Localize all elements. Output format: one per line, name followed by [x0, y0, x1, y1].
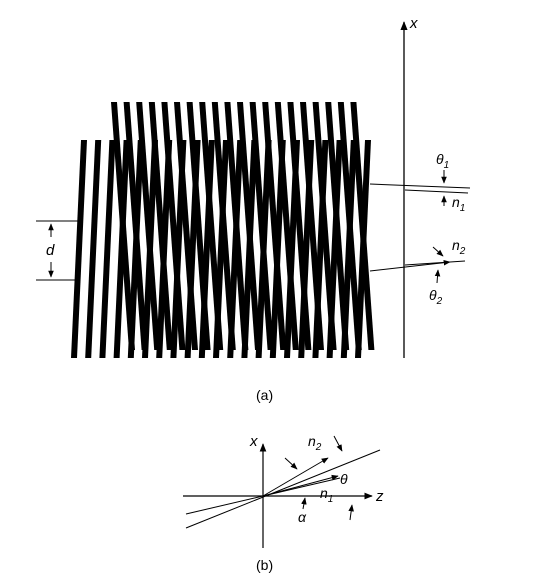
caption-b: (b): [256, 557, 273, 573]
grating-bar: [127, 140, 144, 358]
n1-label-a: n1: [452, 194, 465, 214]
n2-ray: n2 θ2: [369, 237, 466, 307]
grating-bar: [255, 140, 272, 358]
x-axis-label-b: x: [249, 433, 258, 450]
theta1-label: θ1: [436, 151, 449, 171]
grating-bar: [326, 140, 343, 358]
grating-bar: [156, 140, 173, 358]
grating-bar: [213, 140, 229, 358]
x-axis-label-a: x: [409, 15, 418, 32]
grating-bar: [241, 140, 258, 358]
z-axis-label-b: z: [375, 488, 384, 505]
n2-label-a: n2: [452, 237, 466, 257]
grating-bar: [170, 140, 187, 358]
grating-bar: [340, 140, 357, 358]
grating-bar: [284, 140, 300, 358]
theta-label-b: θ: [340, 471, 348, 487]
theta2-label: θ2: [429, 287, 443, 307]
grating-bar: [99, 140, 116, 358]
caption-a: (a): [256, 387, 273, 403]
grating-diagram: [71, 102, 375, 358]
grating-bar: [71, 140, 87, 358]
grating-bar: [142, 140, 158, 358]
grating-bar: [355, 140, 371, 358]
grating-bar: [198, 140, 215, 358]
n2-label-b: n2: [308, 433, 322, 453]
grating-bar: [85, 140, 102, 358]
grating-bars-set-2: [71, 140, 371, 358]
grating-bar: [227, 140, 244, 358]
grating-bar: [298, 140, 315, 358]
grating-bar: [269, 140, 286, 358]
spacing-indicator: d: [36, 220, 78, 281]
alpha-label-b: α: [298, 509, 307, 525]
n1-ray: θ1 n1: [369, 151, 471, 214]
spacing-label: d: [46, 242, 55, 259]
ray-diagram-b: x z n2 θ n1 α: [183, 433, 384, 548]
grating-bar: [113, 140, 130, 358]
n1-label-b: n1: [320, 485, 333, 505]
grating-bar: [312, 140, 329, 358]
grating-bar: [184, 140, 201, 358]
